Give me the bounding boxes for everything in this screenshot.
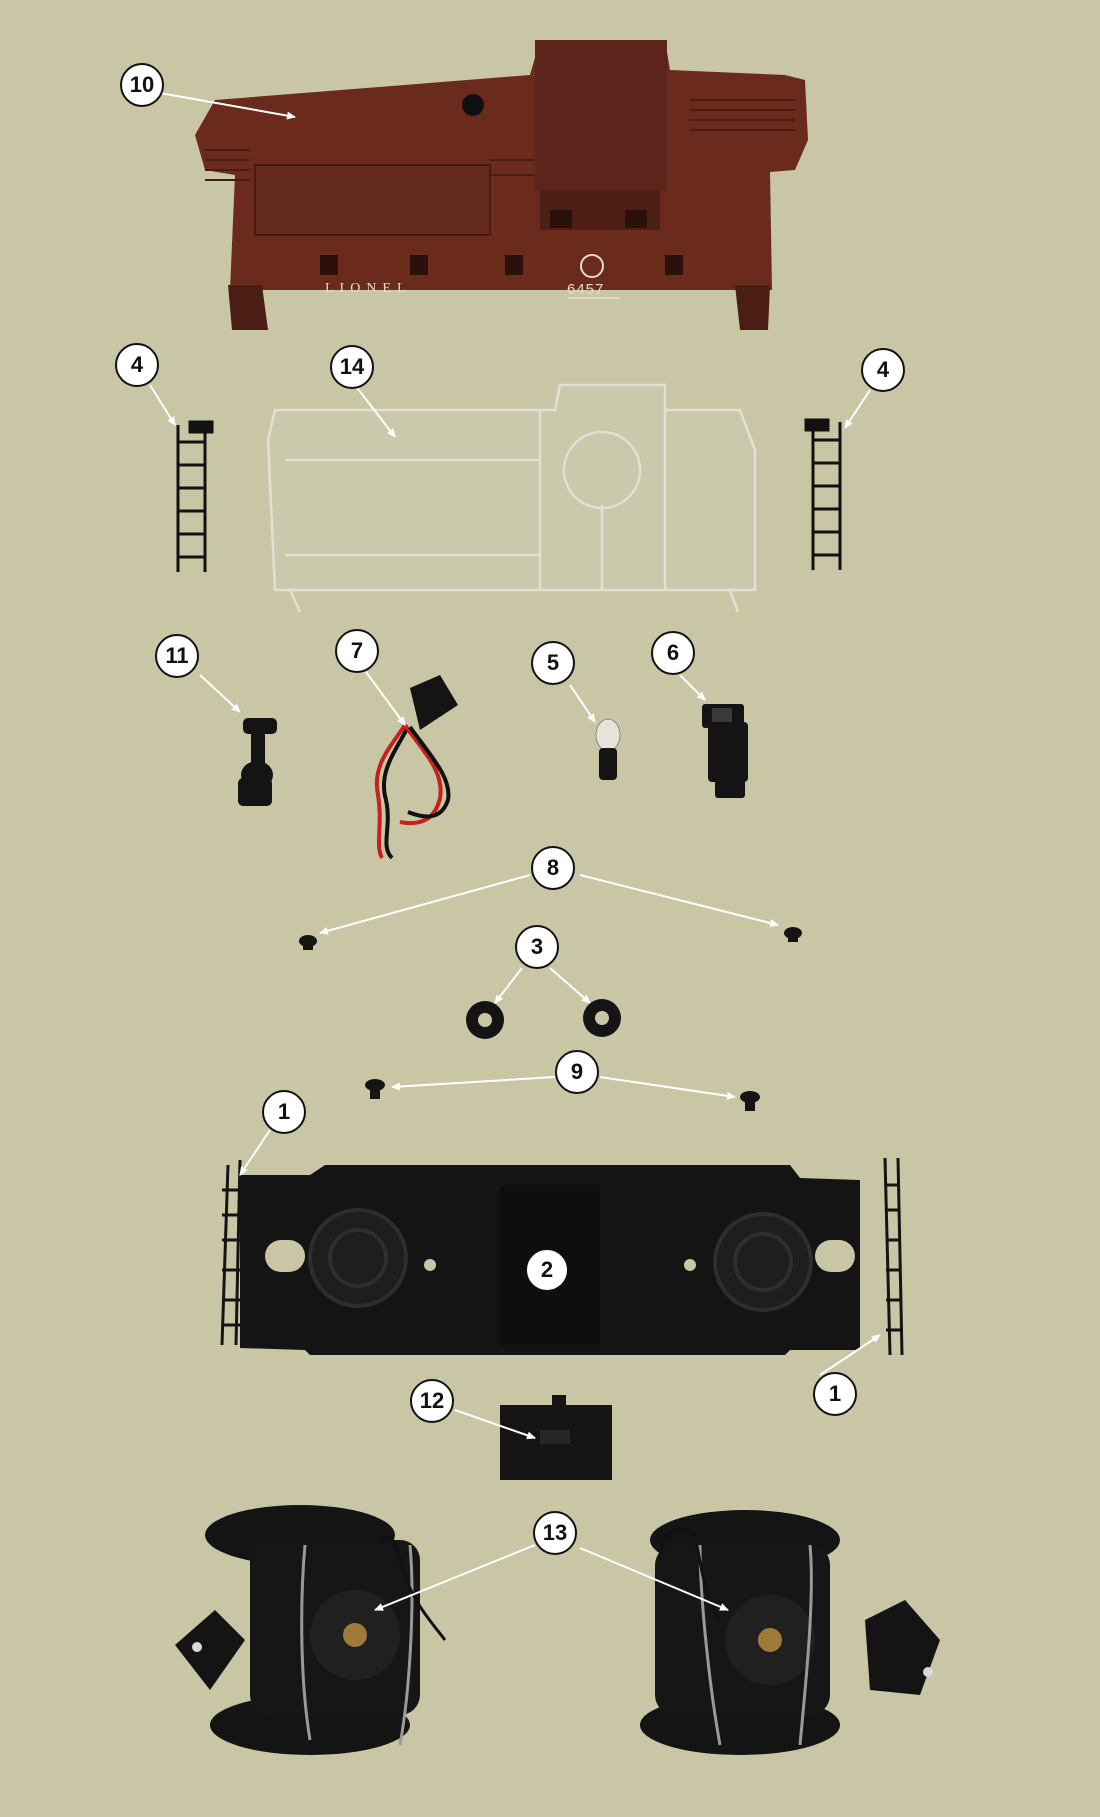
truck-rivets <box>365 1079 760 1111</box>
bulb <box>595 718 621 780</box>
battery-box <box>500 1395 612 1480</box>
callout-10: 10 <box>120 63 164 107</box>
callout-7: 7 <box>335 629 379 673</box>
callout-13: 13 <box>533 1511 577 1555</box>
callout-5: 5 <box>531 641 575 685</box>
callout-4-right: 4 <box>861 348 905 392</box>
callout-8: 8 <box>531 846 575 890</box>
truck-right <box>640 1510 940 1755</box>
callout-4-left: 4 <box>115 343 159 387</box>
leader-lines <box>149 92 881 1611</box>
caboose-road-name: LIONEL <box>325 281 412 296</box>
lamp-bracket <box>702 704 748 798</box>
caboose-number: 6457 <box>567 281 604 298</box>
end-railing-right <box>883 1157 904 1356</box>
callout-1-left: 1 <box>262 1090 306 1134</box>
callout-12: 12 <box>410 1379 454 1423</box>
smokestack <box>238 718 277 806</box>
callout-11: 11 <box>155 634 199 678</box>
washers <box>466 999 621 1039</box>
callout-14: 14 <box>330 345 374 389</box>
body-screws <box>299 927 802 950</box>
ladder-right <box>804 418 842 570</box>
callout-9: 9 <box>555 1050 599 1094</box>
callout-6: 6 <box>651 631 695 675</box>
lamp-socket-wires <box>374 675 458 860</box>
callout-3: 3 <box>515 925 559 969</box>
caboose-body: LIONEL 6457 <box>195 40 808 330</box>
window-insert <box>266 383 757 613</box>
callout-1-right: 1 <box>813 1372 857 1416</box>
callout-2: 2 <box>525 1248 569 1292</box>
ladder-left <box>176 420 214 572</box>
end-railing-left <box>220 1159 242 1346</box>
truck-left <box>175 1505 447 1755</box>
